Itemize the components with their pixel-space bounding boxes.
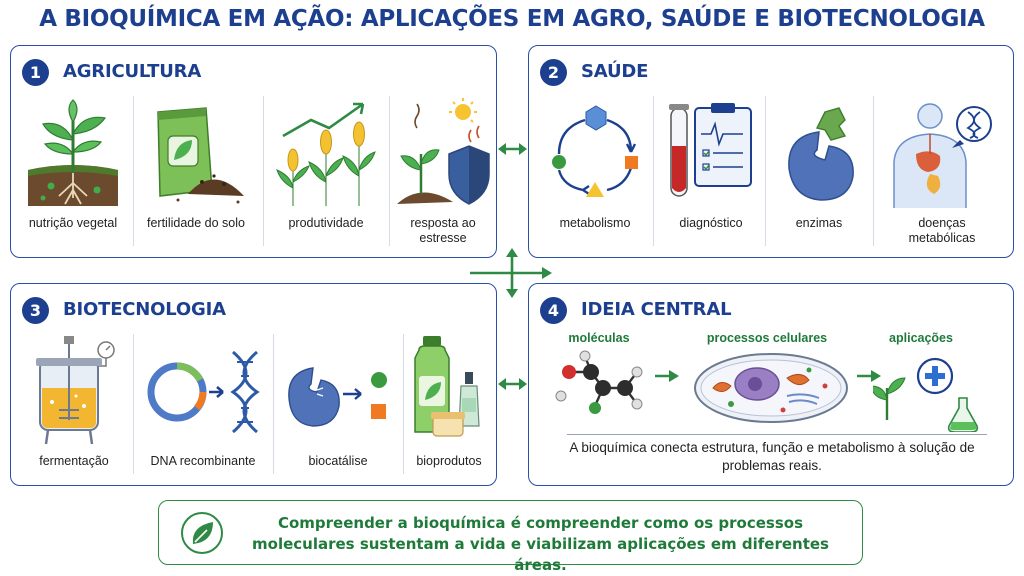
enzyme-substrate-icon (788, 107, 854, 201)
bioproducts-bottles-icon (414, 336, 480, 437)
item-label: enzimas (795, 216, 843, 230)
divider (765, 96, 766, 246)
bioreactor-icon (36, 336, 115, 445)
item-label: fertilidade do solo (147, 216, 245, 230)
panel-number-badge: 1 (22, 59, 49, 86)
main-title: A BIOQUÍMICA EM AÇÃO: APLICAÇÕES EM AGRO… (39, 6, 985, 32)
panel-agricultura: 1 AGRICULTURA nutrição vegetal fertil (10, 45, 497, 258)
panel-saude: 2 SAÚDE metabolismo (528, 45, 1014, 258)
item-doencas-metabolicas: doenças metabólicas (877, 94, 1007, 252)
item-label: nutrição vegetal (28, 216, 118, 230)
item-label: metabolismo (559, 216, 631, 230)
conclusion-box: Compreender a bioquímica é compreender c… (158, 500, 863, 574)
panel-title: SAÚDE (581, 61, 649, 82)
test-tube-clipboard-icon (669, 103, 752, 197)
item-fertilidade-do-solo: fertilidade do solo (137, 94, 255, 252)
plant-shield-sun-icon (397, 98, 490, 205)
plasmid-dna-icon (147, 350, 260, 434)
leaf-icon (181, 512, 223, 554)
applications-icon (873, 357, 979, 432)
divider (133, 334, 134, 474)
panel-title: BIOTECNOLOGIA (63, 299, 226, 320)
divider (263, 96, 264, 246)
item-label: diagnóstico (679, 216, 743, 230)
cross-arrows-icon (470, 248, 552, 298)
item-diagnostico: diagnóstico (657, 94, 765, 252)
divider (403, 334, 404, 474)
human-body-dna-icon (893, 103, 992, 208)
fertilizer-bag-icon (157, 107, 244, 204)
item-nutricao-vegetal: nutrição vegetal (17, 94, 129, 252)
divider (133, 96, 134, 246)
metabolic-cycle-icon (552, 105, 638, 197)
divider (653, 96, 654, 246)
item-bioprodutos: bioprodutos (405, 332, 493, 482)
step-label-processos: processos celulares (706, 331, 828, 345)
arrow-right-icon (655, 370, 679, 382)
divider (567, 434, 987, 435)
item-label: DNA recombinante (150, 454, 256, 468)
item-label: produtividade (288, 216, 364, 230)
double-arrow-icon (498, 378, 527, 390)
plant-roots-icon (28, 99, 118, 206)
item-metabolismo: metabolismo (537, 94, 653, 252)
item-label: bioprodutos (416, 454, 482, 468)
central-idea-text: A bioquímica conecta estrutura, função e… (569, 440, 975, 473)
step-label-moleculas: moléculas (568, 331, 630, 345)
molecule-icon (555, 350, 643, 414)
step-label-aplicacoes: aplicações (889, 331, 953, 345)
item-label: doenças metabólicas (908, 216, 976, 245)
panel-title: IDEIA CENTRAL (581, 299, 732, 320)
panel-number-badge: 2 (540, 59, 567, 86)
divider (273, 334, 274, 474)
item-produtividade: produtividade (267, 94, 385, 252)
double-arrow-icon (498, 143, 527, 155)
item-fermentacao: fermentação (17, 332, 131, 482)
panel-ideia-central: 4 IDEIA CENTRAL moléculas processos celu… (528, 283, 1014, 486)
panel-title: AGRICULTURA (63, 61, 202, 82)
conclusion-text: Compreender a bioquímica é compreender c… (252, 514, 829, 574)
item-resposta-ao-estresse: resposta ao estresse (391, 94, 495, 252)
corn-growth-icon (276, 102, 376, 206)
item-label: fermentação (39, 454, 109, 468)
divider (873, 96, 874, 246)
animal-cell-icon (694, 353, 848, 423)
item-label: resposta ao estresse (410, 216, 476, 245)
item-enzimas: enzimas (769, 94, 869, 252)
biocatalysis-icon (288, 367, 387, 427)
panel-number-badge: 4 (540, 297, 567, 324)
item-biocatalise: biocatálise (277, 332, 399, 482)
panel-number-badge: 3 (22, 297, 49, 324)
item-label: biocatálise (308, 454, 368, 468)
item-dna-recombinante: DNA recombinante (137, 332, 269, 482)
arrow-right-icon (857, 370, 881, 382)
divider (389, 96, 390, 246)
panel-biotecnologia: 3 BIOTECNOLOGIA fermentação DN (10, 283, 497, 486)
